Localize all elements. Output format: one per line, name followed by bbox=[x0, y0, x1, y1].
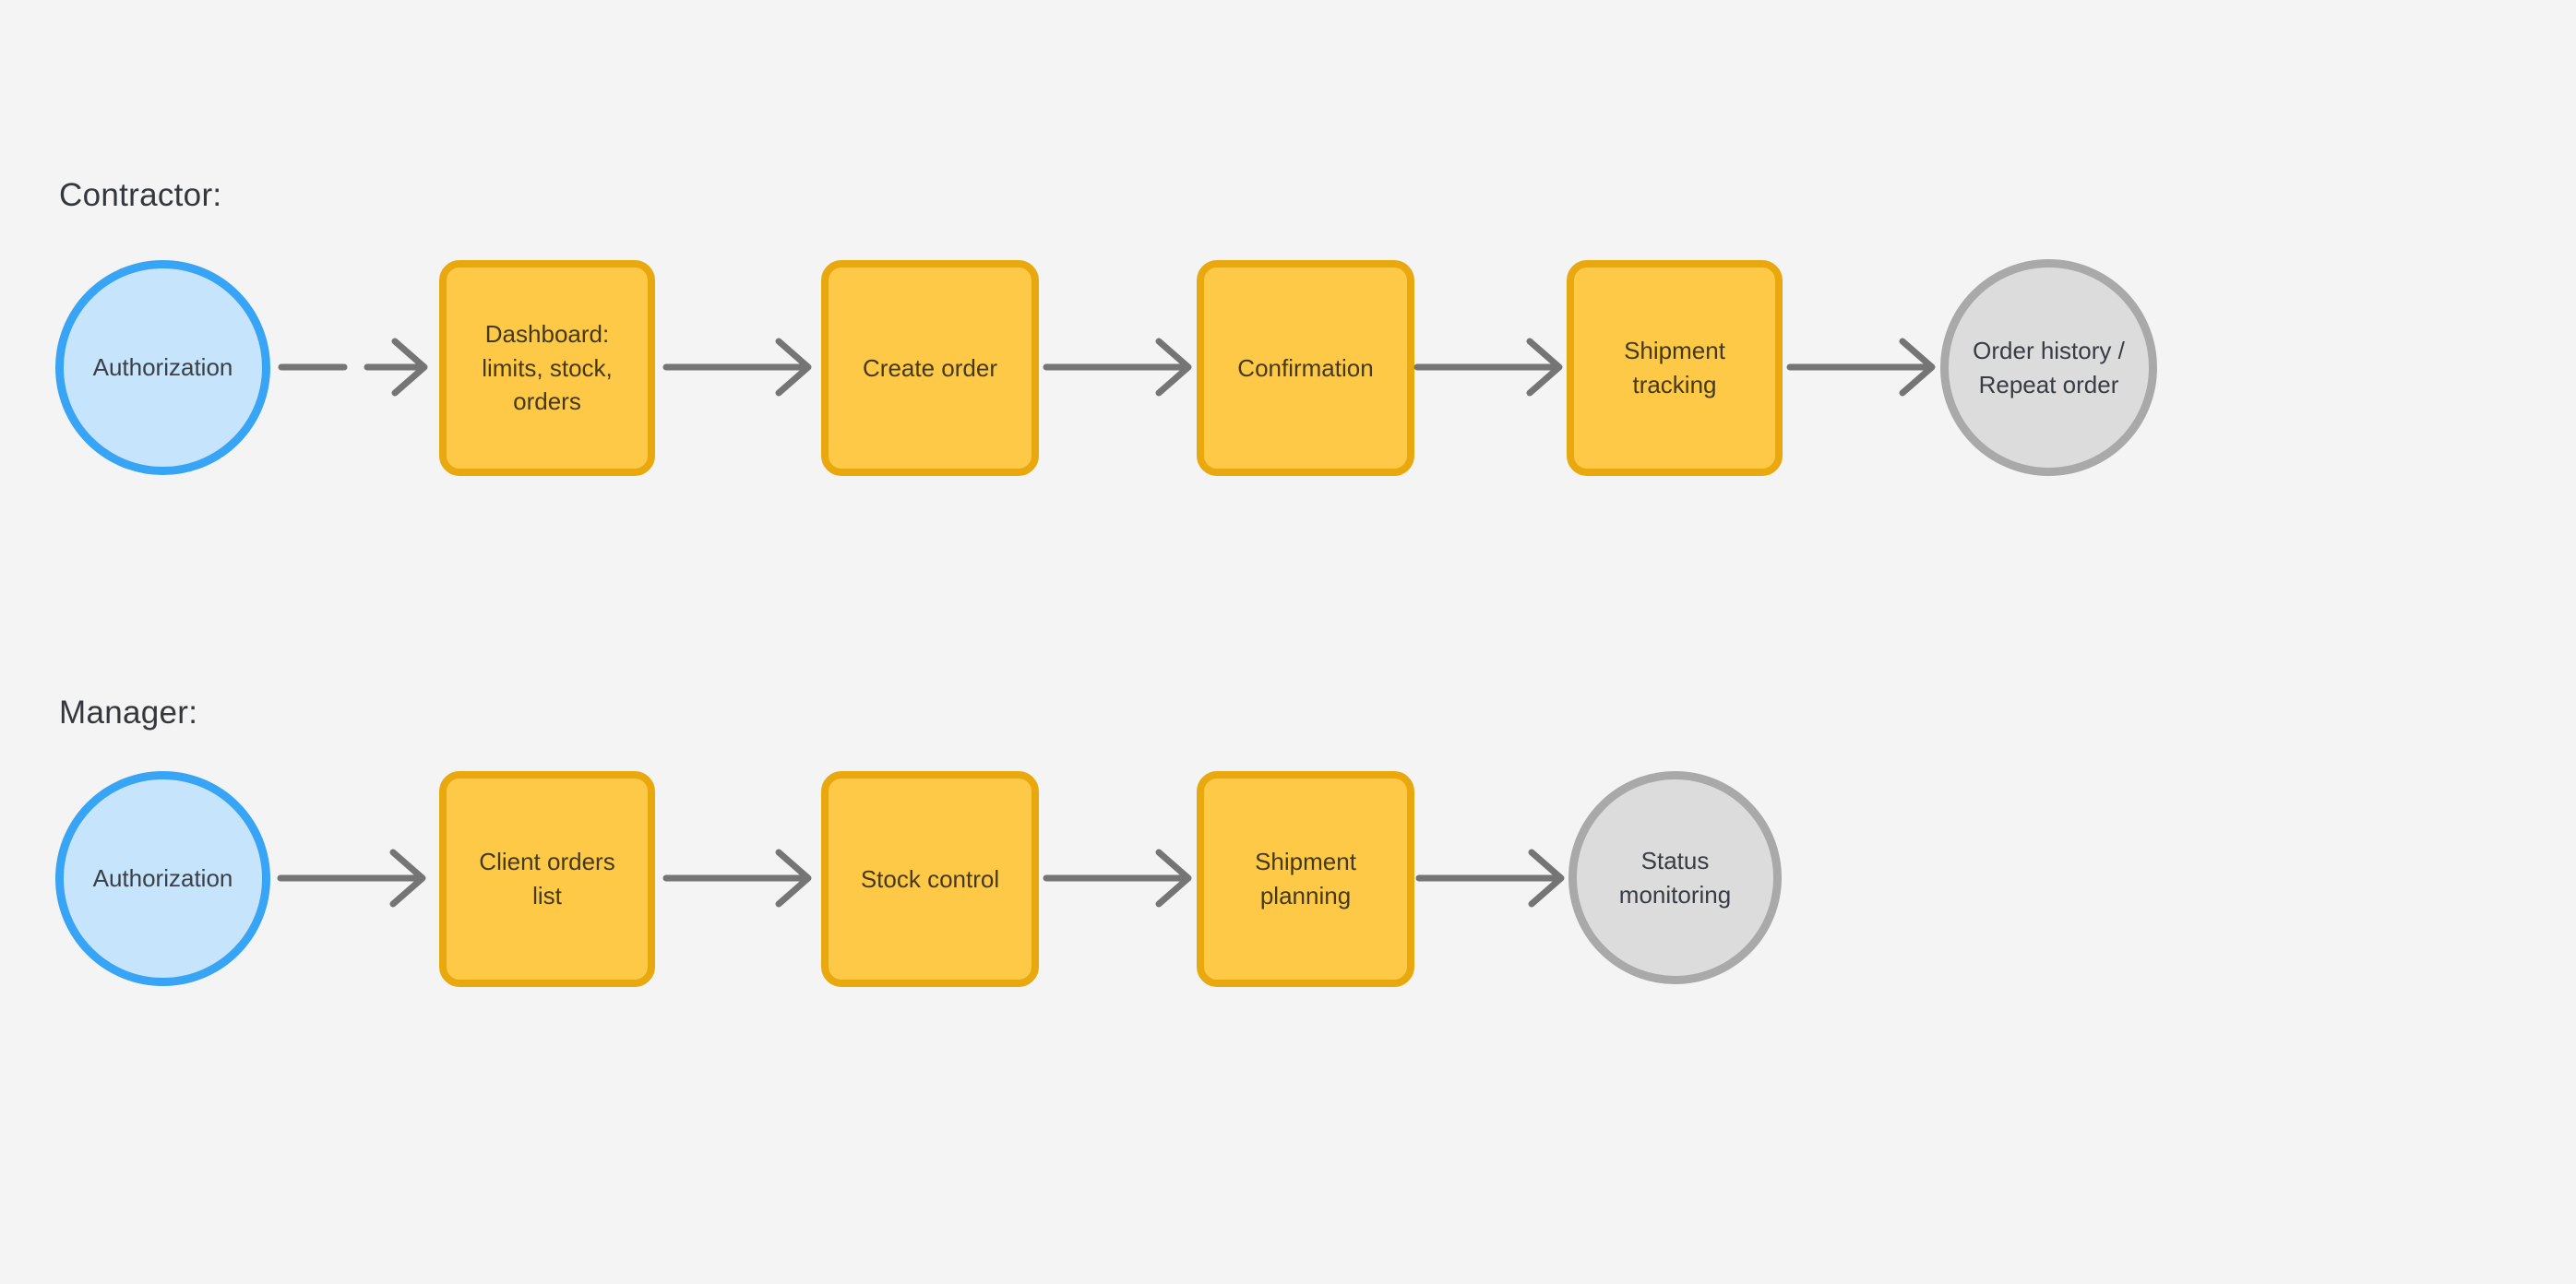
flow-node-contractor-shipment-tracking[interactable]: Shipment tracking bbox=[1567, 260, 1783, 476]
node-label: Stock control bbox=[860, 864, 1000, 893]
arrow-connector-icon bbox=[1043, 841, 1199, 915]
node-label: Create order bbox=[863, 353, 997, 382]
node-label: Authorization bbox=[92, 353, 233, 382]
flow-node-contractor-create-order[interactable]: Create order bbox=[821, 260, 1039, 476]
flow-node-contractor-dashboard[interactable]: Dashboard: limits, stock, orders bbox=[439, 260, 655, 476]
node-label: Authorization bbox=[92, 864, 233, 893]
node-label: Shipment tracking bbox=[1624, 337, 1725, 398]
flow-node-contractor-confirmation[interactable]: Confirmation bbox=[1197, 260, 1414, 476]
flow-node-manager-client-orders[interactable]: Client orders list bbox=[439, 771, 655, 987]
flow-node-contractor-order-history[interactable]: Order history / Repeat order bbox=[1940, 259, 2157, 476]
node-label: Confirmation bbox=[1237, 353, 1374, 382]
node-label: Shipment planning bbox=[1255, 848, 1356, 910]
flow-node-manager-authorization[interactable]: Authorization bbox=[55, 771, 270, 986]
arrow-connector-icon bbox=[1043, 330, 1199, 404]
section-label-manager: Manager: bbox=[59, 695, 198, 731]
arrow-connector-icon bbox=[662, 330, 819, 404]
section-label-contractor: Contractor: bbox=[59, 177, 222, 213]
flow-node-manager-shipment-planning[interactable]: Shipment planning bbox=[1197, 771, 1414, 987]
arrow-connector-icon bbox=[277, 841, 434, 915]
flow-node-manager-status-monitoring[interactable]: Status monitoring bbox=[1568, 771, 1782, 984]
node-label: Status monitoring bbox=[1618, 846, 1732, 909]
node-label: Client orders list bbox=[479, 848, 615, 910]
arrow-connector-icon bbox=[1415, 841, 1572, 915]
arrow-connector-icon bbox=[1413, 330, 1570, 404]
arrow-connector-icon bbox=[277, 330, 435, 404]
arrow-connector-icon bbox=[662, 841, 819, 915]
arrow-connector-icon bbox=[1786, 330, 1943, 404]
node-label: Dashboard: limits, stock, orders bbox=[482, 319, 613, 416]
node-label: Order history / Repeat order bbox=[1973, 336, 2125, 398]
flow-node-manager-stock-control[interactable]: Stock control bbox=[821, 771, 1039, 987]
flow-node-contractor-authorization[interactable]: Authorization bbox=[55, 260, 270, 475]
